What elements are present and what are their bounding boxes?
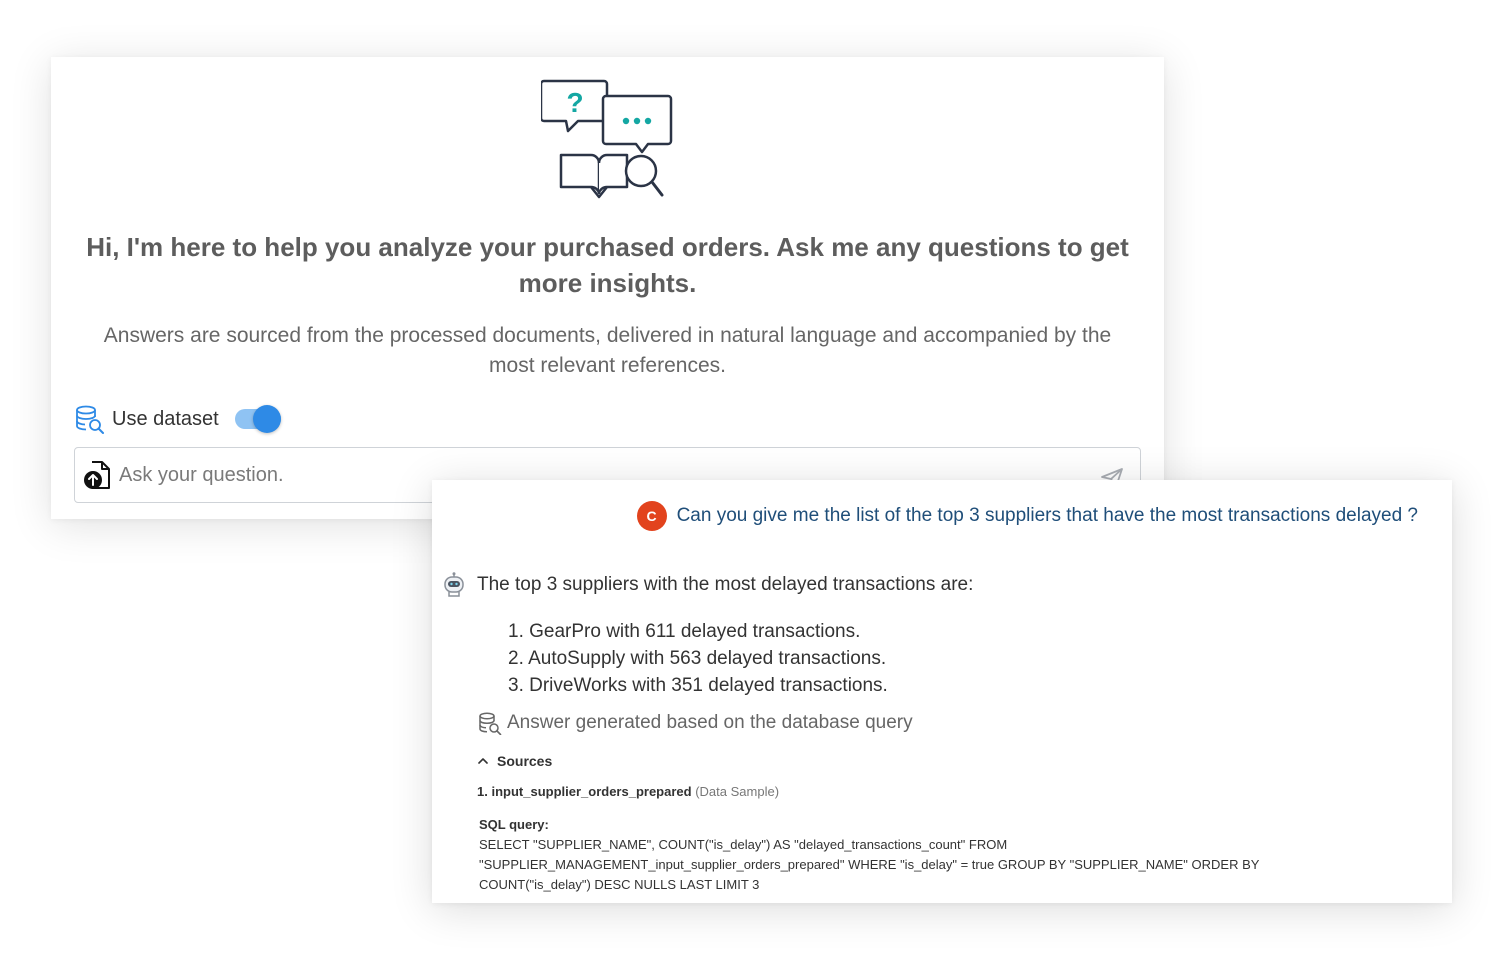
use-dataset-toggle[interactable] — [234, 405, 281, 433]
use-dataset-row: Use dataset — [75, 401, 281, 437]
generated-note: Answer generated based on the database q… — [478, 709, 913, 737]
user-avatar: C — [636, 501, 667, 531]
answer-list: 1. GearPro with 611 delayed transactions… — [508, 618, 888, 699]
welcome-subtitle: Answers are sourced from the processed d… — [103, 324, 1112, 377]
chat-book-search-icon: ? — [541, 79, 673, 199]
bot-message: The top 3 suppliers with the most delaye… — [442, 570, 973, 600]
robot-icon — [444, 572, 464, 597]
sql-query: SELECT "SUPPLIER_NAME", COUNT("is_delay"… — [479, 837, 1260, 892]
database-search-icon — [479, 712, 502, 735]
source-name[interactable]: input_supplier_orders_prepared — [491, 784, 692, 799]
welcome-card: ? Hi, I'm here to help you analyze your … — [51, 57, 1164, 519]
database-search-icon — [76, 405, 104, 434]
toggle-knob — [252, 405, 281, 433]
user-message: C Can you give me the list of the top 3 … — [636, 500, 1418, 532]
chevron-up-icon — [478, 758, 488, 764]
bot-intro-text: The top 3 suppliers with the most delaye… — [477, 574, 974, 595]
sql-label: SQL query: — [479, 817, 549, 832]
conversation-card: C Can you give me the list of the top 3 … — [432, 480, 1452, 903]
generated-note-text: Answer generated based on the database q… — [507, 712, 913, 733]
list-item: 3. DriveWorks with 351 delayed transacti… — [508, 675, 888, 696]
source-item: 1. input_supplier_orders_prepared (Data … — [477, 784, 779, 799]
question-mark: ? — [566, 87, 583, 118]
welcome-title: Hi, I'm here to help you analyze your pu… — [86, 232, 1129, 298]
list-item: 1. GearPro with 611 delayed transactions… — [508, 621, 861, 642]
file-upload-icon[interactable] — [83, 459, 113, 491]
user-message-text: Can you give me the list of the top 3 su… — [676, 505, 1418, 526]
use-dataset-label: Use dataset — [112, 407, 219, 430]
source-index: 1. — [477, 784, 488, 799]
list-item: 2. AutoSupply with 563 delayed transacti… — [508, 648, 887, 669]
source-type: (Data Sample) — [695, 784, 780, 799]
sources-label: Sources — [497, 753, 553, 769]
sources-toggle[interactable]: Sources — [476, 751, 552, 771]
